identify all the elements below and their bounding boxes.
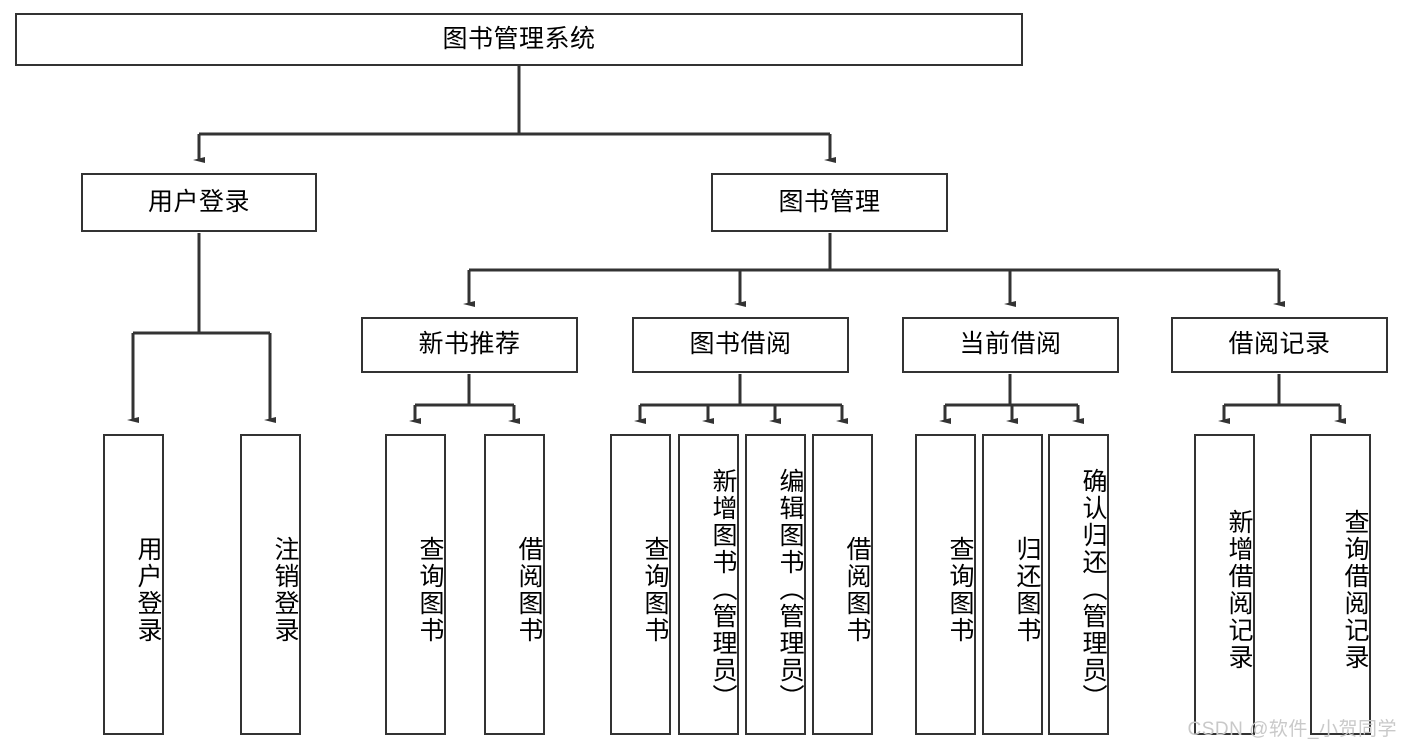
leaf-user-login-label: 用户登录 bbox=[134, 535, 162, 644]
node-user-login[interactable]: 用户登录 bbox=[81, 173, 317, 232]
node-book-management[interactable]: 图书管理 bbox=[711, 173, 948, 232]
node-book-management-label: 图书管理 bbox=[778, 187, 881, 216]
node-user-login-label: 用户登录 bbox=[147, 187, 250, 216]
leaf-newbook-borrow-book-label: 借阅图书 bbox=[515, 535, 543, 644]
node-current-borrow-label: 当前借阅 bbox=[959, 330, 1062, 359]
leaf-current-return-book-label: 归还图书 bbox=[1013, 535, 1041, 644]
node-current-borrow[interactable]: 当前借阅 bbox=[902, 317, 1119, 373]
leaf-borrow-edit-book-label: 编辑图书（管理员） bbox=[776, 468, 804, 711]
node-new-book-recommend[interactable]: 新书推荐 bbox=[361, 317, 578, 373]
leaf-user-logout-label: 注销登录 bbox=[271, 535, 299, 644]
leaf-borrow-add-book[interactable]: 新增图书（管理员） bbox=[678, 434, 739, 735]
leaf-current-query-book[interactable]: 查询图书 bbox=[915, 434, 976, 735]
leaf-current-return-book[interactable]: 归还图书 bbox=[982, 434, 1043, 735]
node-root[interactable]: 图书管理系统 bbox=[15, 13, 1023, 66]
leaf-borrow-edit-book[interactable]: 编辑图书（管理员） bbox=[745, 434, 806, 735]
leaf-borrow-query-book-label: 查询图书 bbox=[641, 535, 669, 644]
leaf-current-confirm-return[interactable]: 确认归还（管理员） bbox=[1048, 434, 1109, 735]
leaf-borrow-query-book[interactable]: 查询图书 bbox=[610, 434, 671, 735]
leaf-user-login[interactable]: 用户登录 bbox=[103, 434, 164, 735]
leaf-current-confirm-return-label: 确认归还（管理员） bbox=[1079, 468, 1107, 711]
leaf-borrow-borrow-book-label: 借阅图书 bbox=[843, 535, 871, 644]
node-borrow-records[interactable]: 借阅记录 bbox=[1171, 317, 1388, 373]
node-borrow-records-label: 借阅记录 bbox=[1228, 330, 1331, 359]
node-book-borrow-label: 图书借阅 bbox=[689, 330, 792, 359]
leaf-newbook-query-book-label: 查询图书 bbox=[416, 535, 444, 644]
leaf-newbook-query-book[interactable]: 查询图书 bbox=[385, 434, 446, 735]
leaf-records-add-record-label: 新增借阅记录 bbox=[1225, 508, 1253, 671]
leaf-records-query-record[interactable]: 查询借阅记录 bbox=[1310, 434, 1371, 735]
leaf-borrow-add-book-label: 新增图书（管理员） bbox=[709, 468, 737, 711]
leaf-records-add-record[interactable]: 新增借阅记录 bbox=[1194, 434, 1255, 735]
leaf-current-query-book-label: 查询图书 bbox=[946, 535, 974, 644]
node-new-book-recommend-label: 新书推荐 bbox=[418, 330, 521, 359]
leaf-borrow-borrow-book[interactable]: 借阅图书 bbox=[812, 434, 873, 735]
leaf-records-query-record-label: 查询借阅记录 bbox=[1341, 508, 1369, 671]
leaf-user-logout[interactable]: 注销登录 bbox=[240, 434, 301, 735]
node-book-borrow[interactable]: 图书借阅 bbox=[632, 317, 849, 373]
leaf-newbook-borrow-book[interactable]: 借阅图书 bbox=[484, 434, 545, 735]
node-root-label: 图书管理系统 bbox=[442, 24, 596, 53]
watermark-text: CSDN @软件_小贺同学 bbox=[1187, 719, 1397, 740]
